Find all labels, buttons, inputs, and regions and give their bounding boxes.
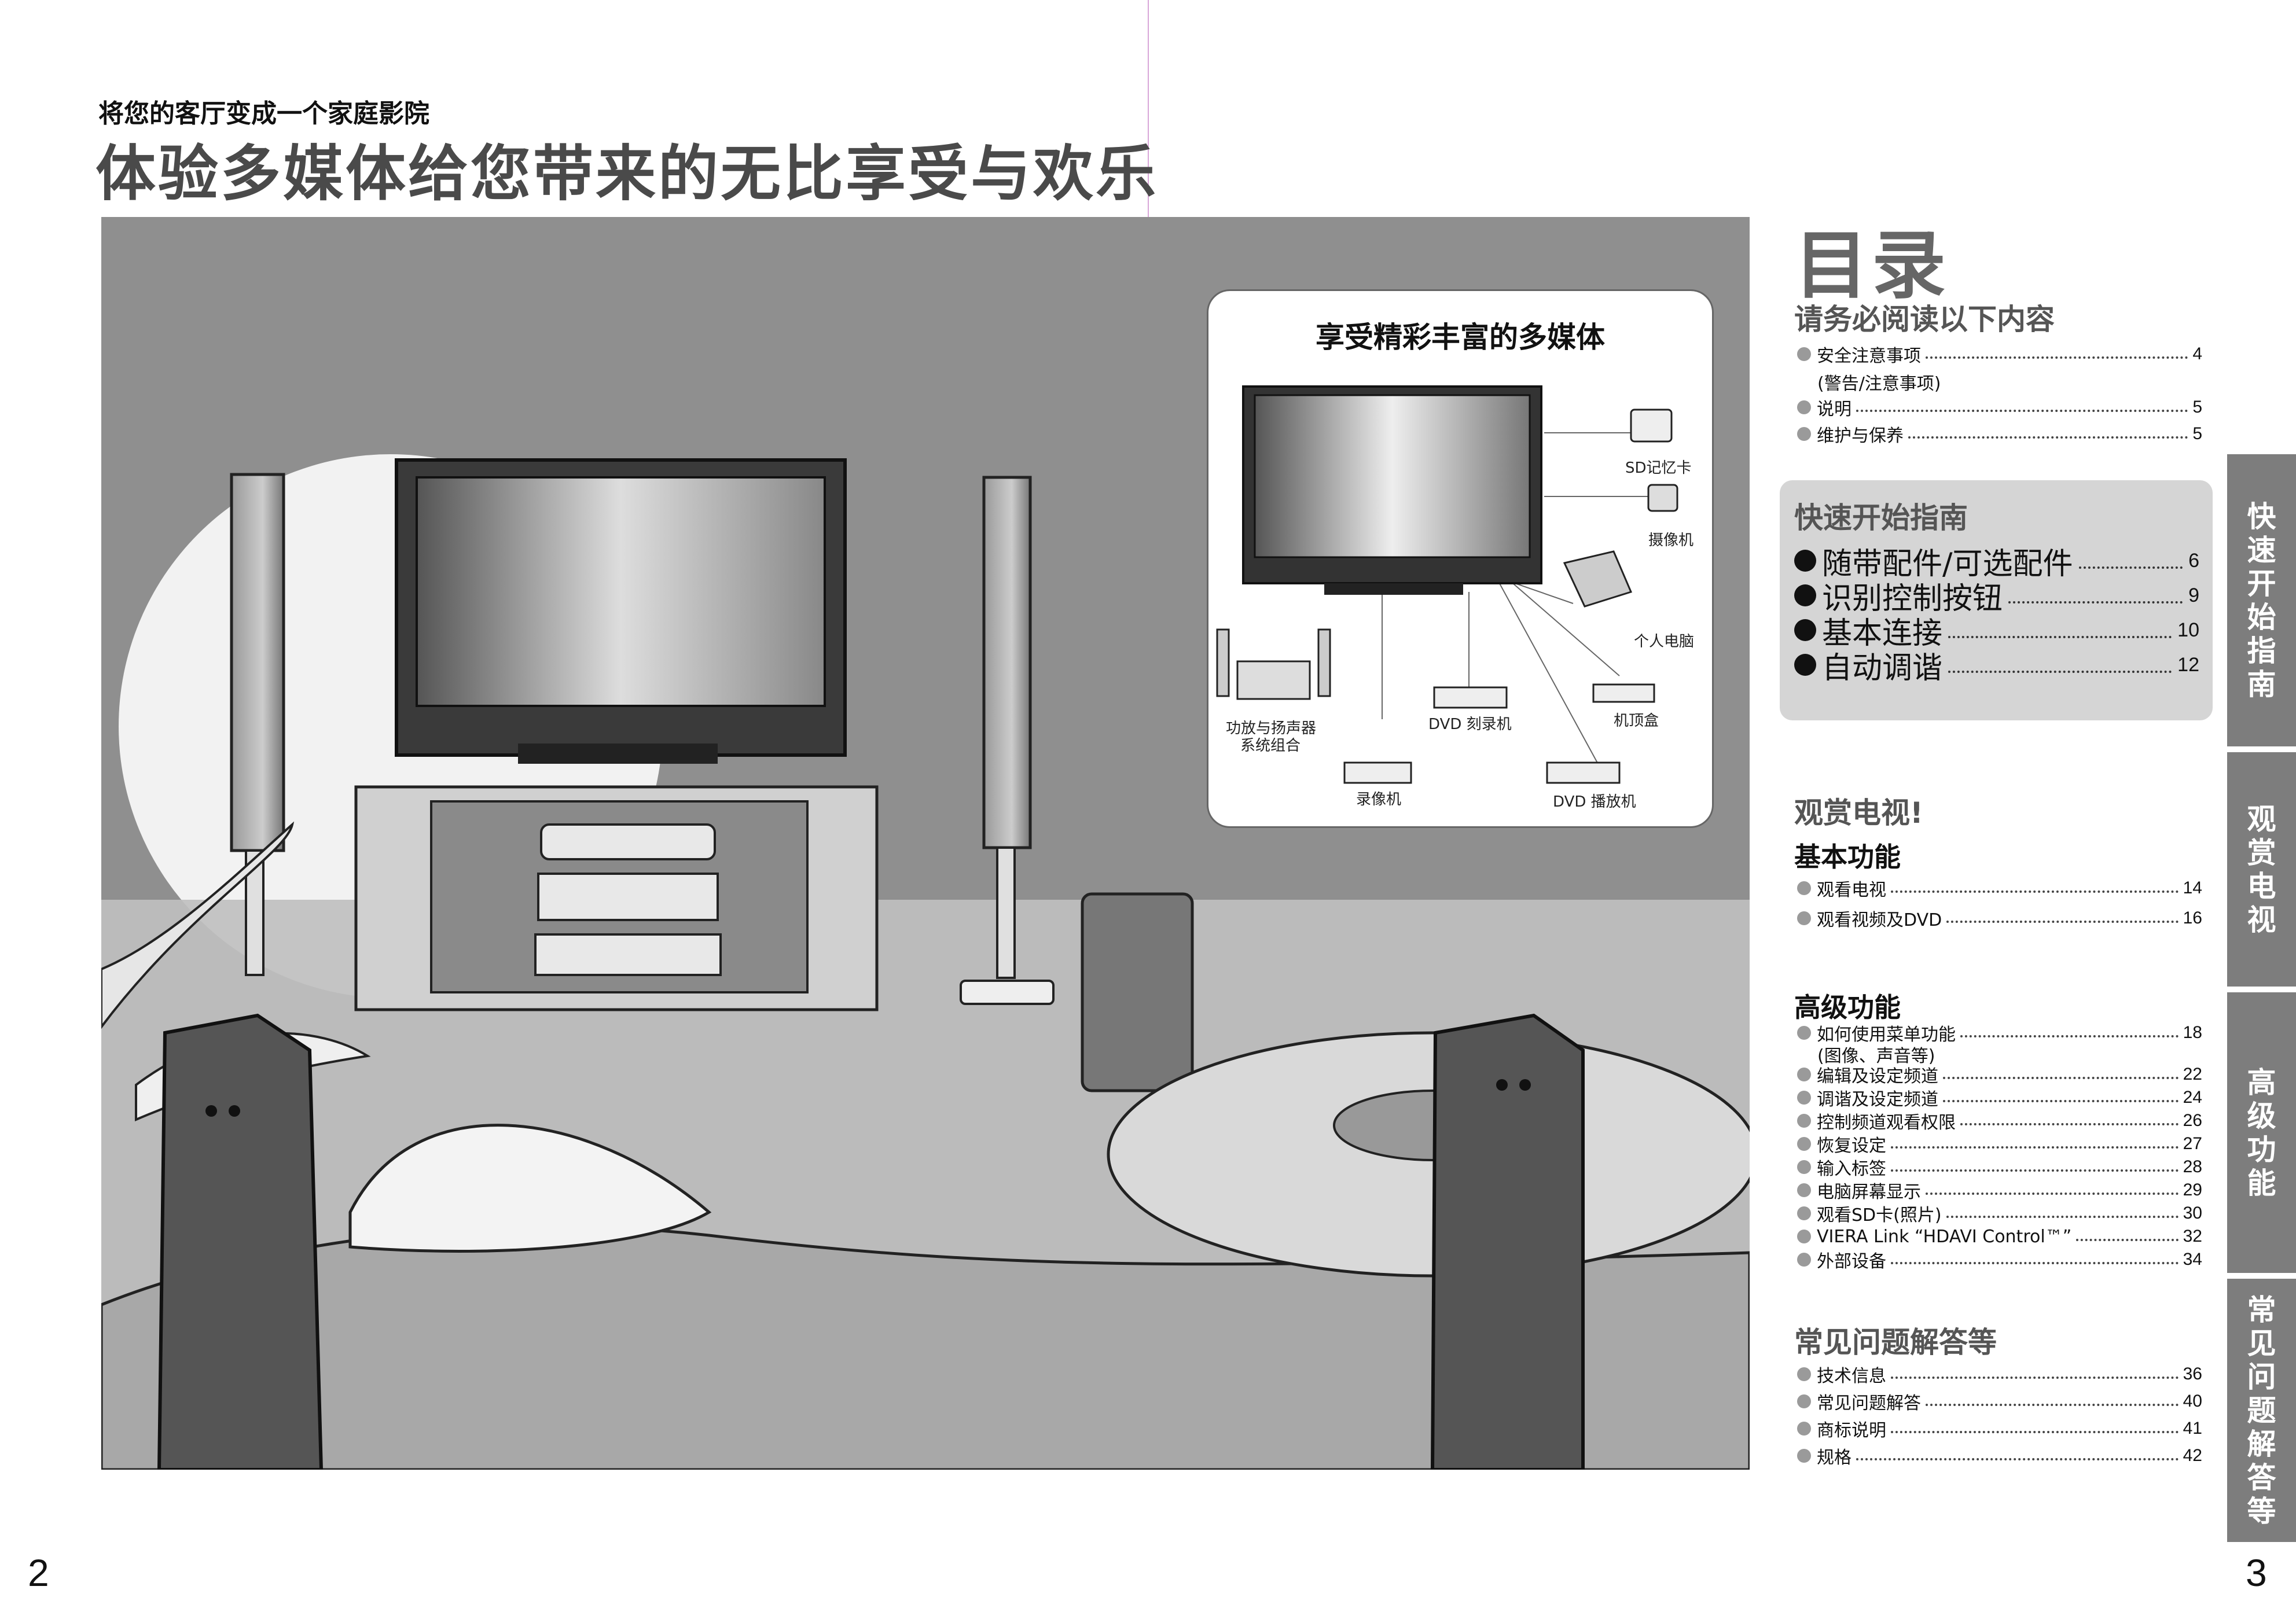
vcr-label: 录像机 <box>1356 791 1402 808</box>
watch-tv-heading: 观赏电视! <box>1794 796 1923 830</box>
bullet-icon <box>1797 400 1811 414</box>
must-read-heading: 请务必阅读以下内容 <box>1794 303 2055 336</box>
bullet-icon <box>1797 911 1811 925</box>
bullet-icon <box>1797 1253 1811 1267</box>
dvd-recorder-label: DVD 刻录机 <box>1428 716 1512 733</box>
faq-heading: 常见问题解答等 <box>1794 1326 1997 1359</box>
amp-label-2: 系统组合 <box>1240 737 1301 755</box>
dvd-player-label: DVD 播放机 <box>1553 793 1636 811</box>
sd-card-label: SD记忆卡 <box>1625 459 1692 477</box>
bullet-icon <box>1797 1422 1811 1436</box>
bullet-icon <box>1797 347 1811 361</box>
bullet-icon <box>1797 1114 1811 1128</box>
page-headline: 体验多媒体给您带来的无比享受与欢乐 <box>95 138 1159 209</box>
bullet-icon <box>1797 1394 1811 1408</box>
bullet-icon <box>1794 584 1816 606</box>
page-number-right: 3 <box>2246 1551 2267 1594</box>
bullet-icon <box>1797 1160 1811 1174</box>
page-subtitle: 将您的客厅变成一个家庭影院 <box>98 99 429 128</box>
stb-label: 机顶盒 <box>1614 712 1659 730</box>
multimedia-title: 享受精彩丰富的多媒体 <box>1316 321 1605 354</box>
tab-quick-start[interactable]: 快速开始指南 <box>2227 454 2296 746</box>
tab-faq[interactable]: 常见问题解答等 <box>2227 1279 2296 1542</box>
bullet-icon <box>1797 1183 1811 1197</box>
bullet-icon <box>1797 1230 1811 1243</box>
bullet-icon <box>1797 1137 1811 1151</box>
menu-note: (图像、声音等) <box>1817 1046 1935 1066</box>
multimedia-panel: 享受精彩丰富的多媒体 SD记忆卡 摄像机 个人电 <box>1207 289 1714 828</box>
amp-label-1: 功放与扬声器 <box>1226 720 1317 737</box>
bullet-icon <box>1797 1091 1811 1105</box>
bullet-icon <box>1797 427 1811 441</box>
tab-advanced[interactable]: 高级功能 <box>2227 992 2296 1273</box>
quick-start-box <box>1780 480 2213 720</box>
bullet-icon <box>1797 1367 1811 1381</box>
bullet-icon <box>1794 619 1816 641</box>
bullet-icon <box>1794 654 1816 676</box>
bullet-icon <box>1797 1068 1811 1081</box>
quick-start-heading: 快速开始指南 <box>1794 501 1968 535</box>
bullet-icon <box>1797 1449 1811 1463</box>
bullet-icon <box>1797 1206 1811 1220</box>
toc-item-sd-card[interactable]: 观看SD卡(照片)30 <box>1797 1202 2202 1225</box>
camera-label: 摄像机 <box>1648 532 1694 549</box>
advanced-heading: 高级功能 <box>1794 992 1901 1023</box>
bullet-icon <box>1797 881 1811 895</box>
tab-watch-tv[interactable]: 观赏电视 <box>2227 752 2296 987</box>
basic-functions-heading: 基本功能 <box>1794 841 1901 873</box>
toc-title: 目录 <box>1794 223 1950 309</box>
safety-note: (警告/注意事项) <box>1817 374 1941 394</box>
toc-item-viera-link[interactable]: VIERA Link “HDAVI Control™”32 <box>1797 1225 2202 1248</box>
multimedia-diagram <box>1216 385 1678 784</box>
pc-label: 个人电脑 <box>1634 633 1695 650</box>
bullet-icon <box>1797 1026 1811 1040</box>
bullet-icon <box>1794 550 1816 572</box>
page-number-left: 2 <box>28 1551 49 1594</box>
